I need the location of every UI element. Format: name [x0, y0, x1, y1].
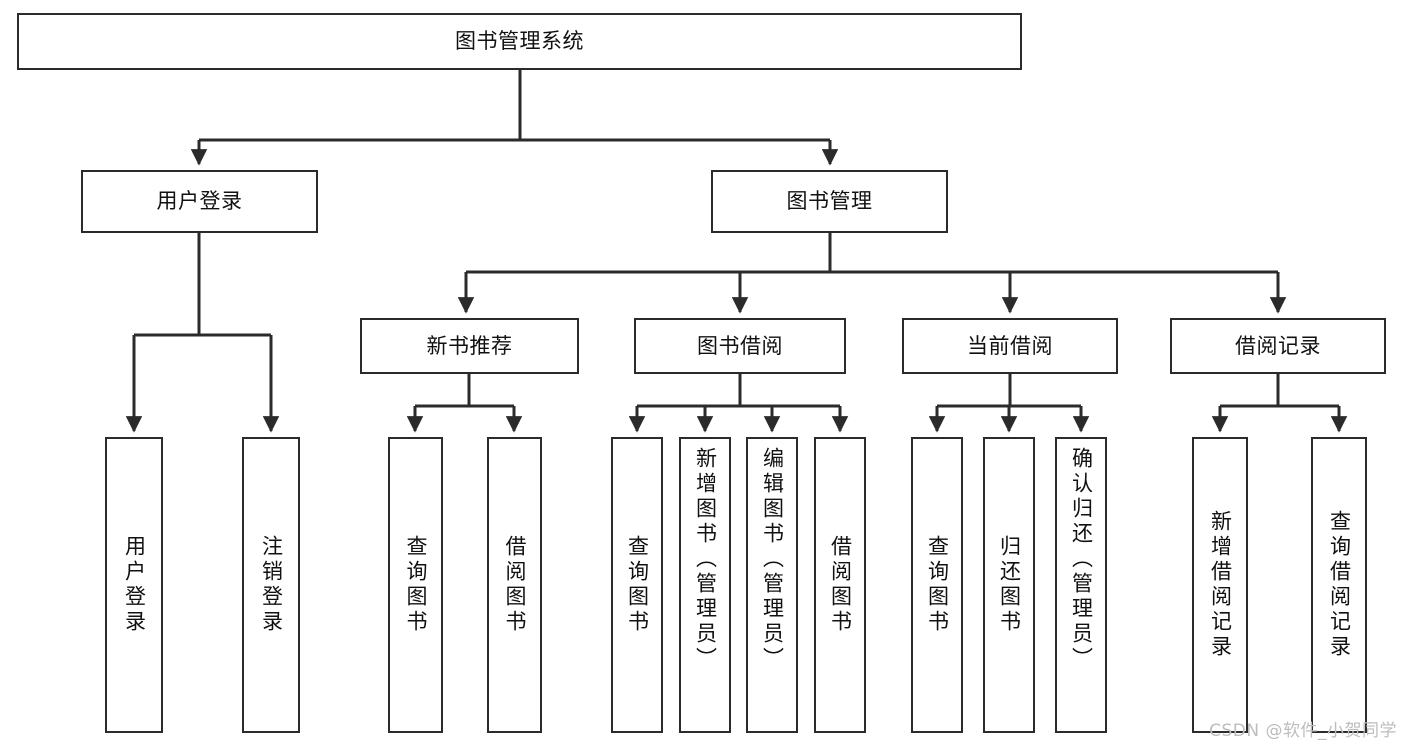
node-current-borrow[interactable]: 当前借阅 — [902, 318, 1118, 374]
node-leaf-query-book-rec[interactable]: 查询图书 — [388, 437, 443, 733]
node-current-borrow-label: 当前借阅 — [967, 333, 1053, 358]
watermark-text: CSDN @软件_小贺同学 — [1209, 721, 1397, 741]
node-book-manage[interactable]: 图书管理 — [711, 170, 948, 233]
node-leaf-query-book-current-label: 查询图书 — [925, 535, 950, 635]
node-book-manage-label: 图书管理 — [786, 189, 873, 214]
node-user-login[interactable]: 用户登录 — [81, 170, 318, 233]
node-leaf-return-book-label: 归还图书 — [997, 535, 1022, 635]
node-leaf-return-book[interactable]: 归还图书 — [983, 437, 1035, 733]
node-borrow-record-label: 借阅记录 — [1235, 333, 1321, 358]
node-root[interactable]: 图书管理系统 — [17, 13, 1022, 70]
node-leaf-borrow-book-rec-label: 借阅图书 — [503, 535, 527, 635]
node-leaf-query-borrow-record-label: 查询借阅记录 — [1327, 510, 1352, 660]
node-leaf-add-borrow-record-label: 新增借阅记录 — [1208, 510, 1233, 660]
node-leaf-query-book-borrow[interactable]: 查询图书 — [611, 437, 663, 733]
node-leaf-add-book-admin[interactable]: 新增图书（管理员） — [679, 437, 731, 733]
node-leaf-edit-book-admin-label: 编辑图书（管理员） — [760, 447, 785, 672]
node-leaf-add-book-admin-label: 新增图书（管理员） — [693, 447, 718, 672]
node-borrow-record[interactable]: 借阅记录 — [1170, 318, 1386, 374]
node-leaf-user-login[interactable]: 用户登录 — [105, 437, 163, 733]
node-leaf-borrow-book-label: 借阅图书 — [828, 535, 853, 635]
node-book-borrow[interactable]: 图书借阅 — [634, 318, 846, 374]
node-leaf-borrow-book[interactable]: 借阅图书 — [814, 437, 866, 733]
node-leaf-user-logout-label: 注销登录 — [259, 535, 284, 635]
node-leaf-user-login-label: 用户登录 — [122, 535, 147, 635]
node-leaf-edit-book-admin[interactable]: 编辑图书（管理员） — [746, 437, 798, 733]
node-leaf-borrow-book-rec[interactable]: 借阅图书 — [487, 437, 542, 733]
node-book-borrow-label: 图书借阅 — [697, 333, 783, 358]
node-leaf-query-book-current[interactable]: 查询图书 — [911, 437, 963, 733]
node-leaf-confirm-return-admin[interactable]: 确认归还（管理员） — [1055, 437, 1107, 733]
node-leaf-confirm-return-admin-label: 确认归还（管理员） — [1069, 447, 1094, 672]
node-leaf-query-borrow-record[interactable]: 查询借阅记录 — [1311, 437, 1367, 733]
node-leaf-user-logout[interactable]: 注销登录 — [242, 437, 300, 733]
node-root-label: 图书管理系统 — [455, 29, 584, 54]
node-new-book-rec[interactable]: 新书推荐 — [360, 318, 579, 374]
node-leaf-add-borrow-record[interactable]: 新增借阅记录 — [1192, 437, 1248, 733]
node-leaf-query-book-borrow-label: 查询图书 — [625, 535, 650, 635]
node-new-book-rec-label: 新书推荐 — [426, 333, 513, 358]
node-leaf-query-book-rec-label: 查询图书 — [404, 535, 428, 635]
node-user-login-label: 用户登录 — [156, 189, 243, 214]
